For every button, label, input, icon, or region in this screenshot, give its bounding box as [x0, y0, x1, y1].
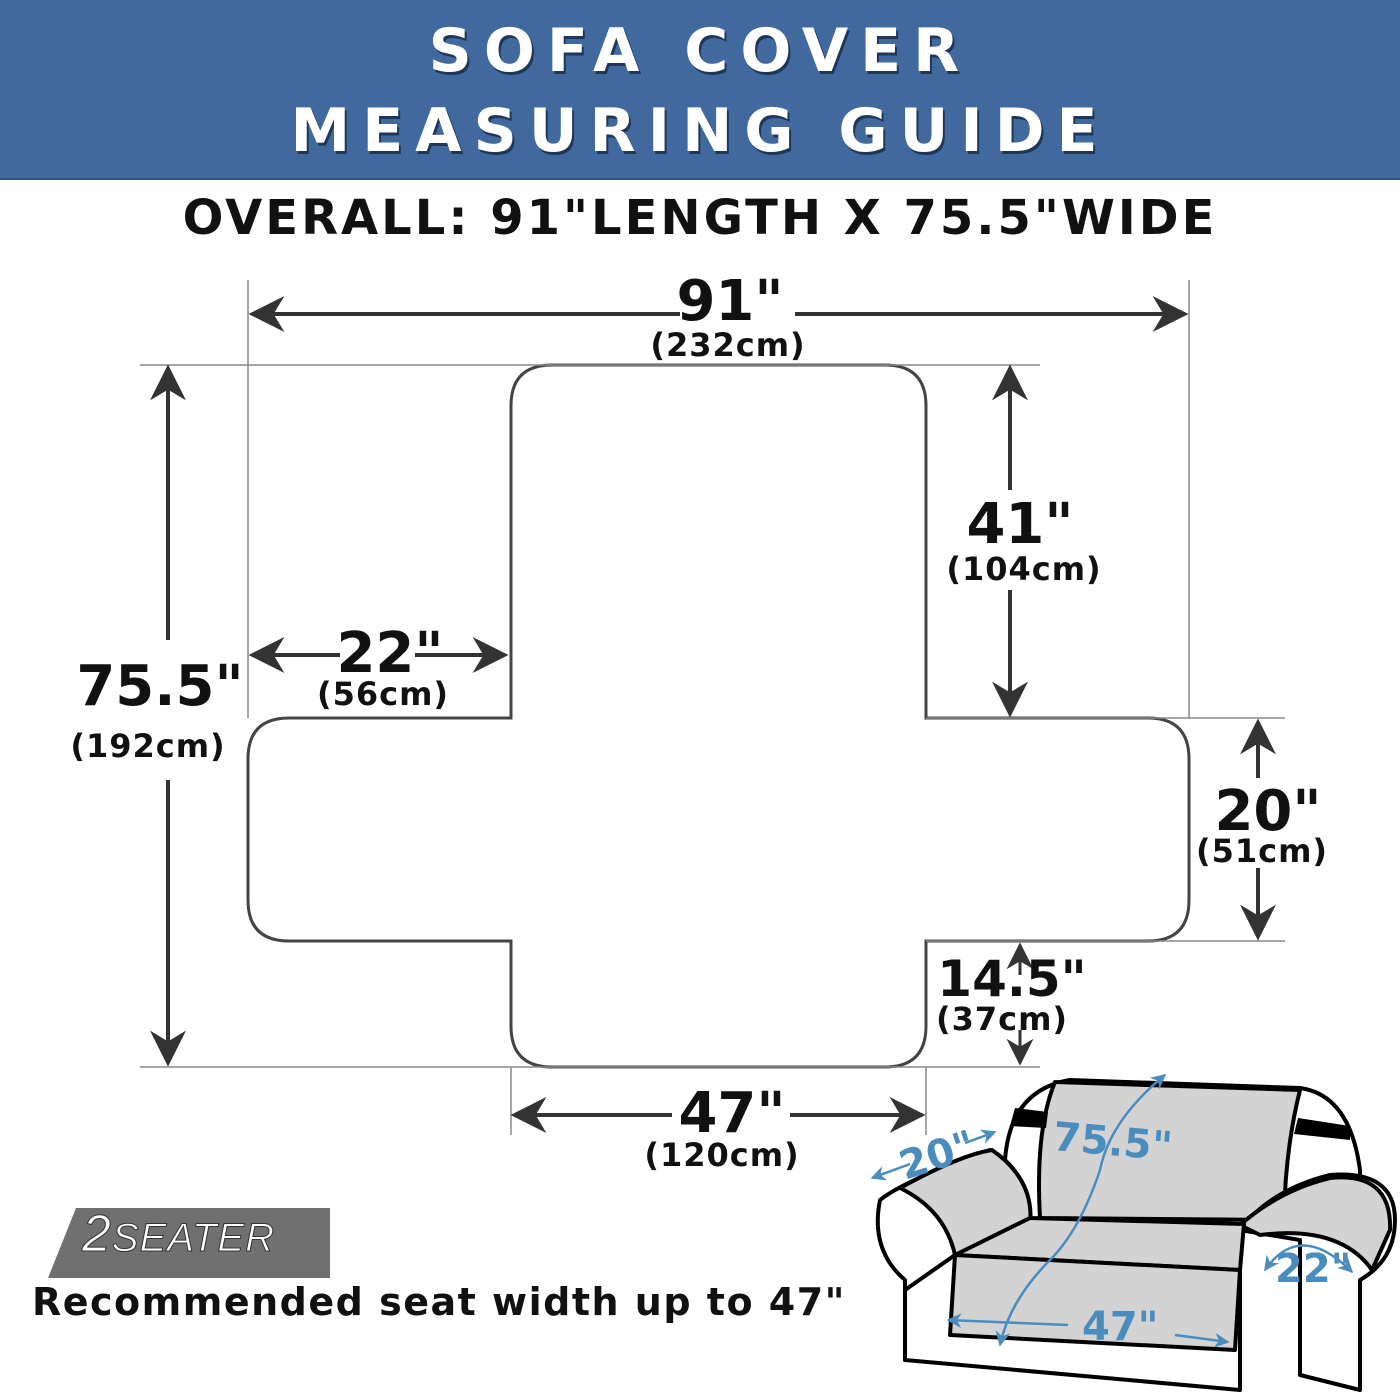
skirt-drop-cm: (37cm): [936, 1000, 1068, 1038]
arm-width-inches: 20": [1214, 779, 1321, 844]
arm-length-cm: (56cm): [317, 675, 449, 713]
seater-badge: [48, 1208, 330, 1278]
recommendation-text: Recommended seat width up to 47": [32, 1280, 846, 1324]
seat-width-inches: 47": [678, 1081, 785, 1146]
sofa-seat-width: 47": [1082, 1304, 1159, 1350]
seater-badge-text: 2SEATER: [82, 1204, 275, 1264]
width-inches: 75.5": [76, 654, 243, 719]
title-line-2: MEASURING GUIDE: [290, 96, 1110, 166]
skirt-drop-inches: 14.5": [937, 950, 1086, 1008]
arm-width-cm: (51cm): [1196, 832, 1328, 870]
sofa-back-length: 75.5": [1051, 1114, 1174, 1170]
seater-number: 2: [82, 1205, 112, 1264]
back-height-cm: (104cm): [946, 550, 1101, 588]
arm-length-inches: 22": [336, 621, 443, 686]
seater-label: SEATER: [111, 1216, 275, 1261]
length-inches: 91": [676, 269, 783, 334]
title-banner: SOFA COVER MEASURING GUIDE: [0, 0, 1400, 180]
length-cm: (232cm): [650, 326, 805, 364]
seat-width-cm: (120cm): [644, 1136, 799, 1174]
title-line-1: SOFA COVER: [428, 16, 972, 86]
overall-dimensions: OVERALL: 91"LENGTH X 75.5"WIDE: [182, 190, 1218, 246]
sofa-arm-drop: 22": [1275, 1246, 1352, 1292]
width-cm: (192cm): [70, 727, 225, 765]
back-height-inches: 41": [966, 492, 1073, 557]
